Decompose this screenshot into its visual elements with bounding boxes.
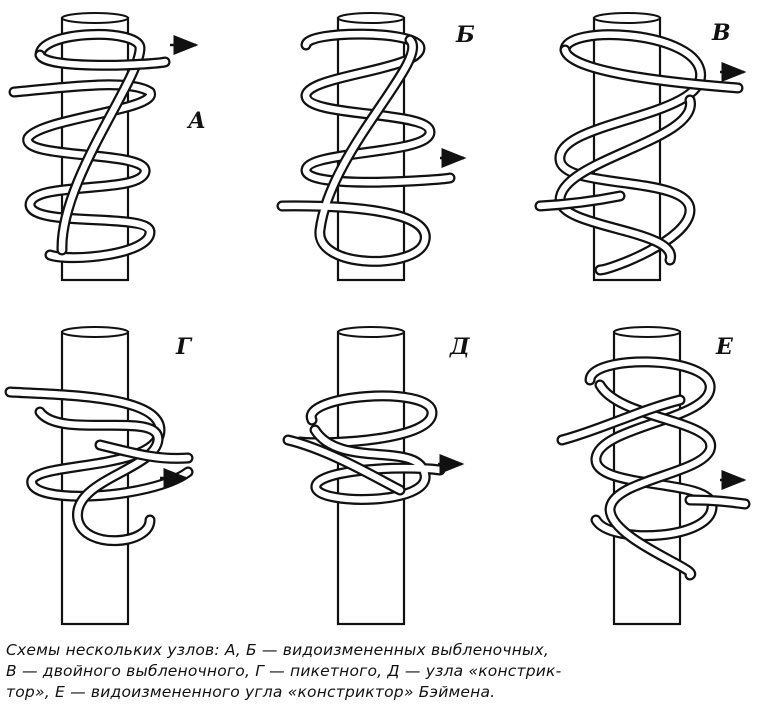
knot-diagram-d: Д [282,326,470,626]
rope [4,386,194,547]
rope [534,29,744,276]
panel-label-v: В [711,20,731,46]
rope [276,28,456,267]
knot-diagram-b: Б [276,12,475,282]
rope [282,390,446,505]
panel-label-g: Г [175,334,193,360]
caption-line-3: тор», Е — видоизмененного угла «констрик… [6,683,496,701]
rope [556,356,751,581]
knot-diagram-a: А [8,12,206,282]
knot-diagrams-figure: А Б В [4,12,751,626]
panel-label-e: Е [715,334,734,360]
caption-line-1: Схемы нескольких узлов: А, Б — видоизмен… [6,641,549,659]
caption-line-2: В — двойного выбленочного, Г — пикетного… [6,662,562,680]
knot-diagram-v: В [534,12,747,282]
panel-label-d: Д [449,334,470,360]
panel-label-b: Б [455,22,475,48]
panel-label-a: А [186,108,206,134]
knot-diagram-g: Г [4,326,194,626]
figure-caption: Схемы нескольких узлов: А, Б — видоизмен… [6,640,751,703]
rope [8,28,171,264]
knot-diagram-e: Е [556,326,751,626]
